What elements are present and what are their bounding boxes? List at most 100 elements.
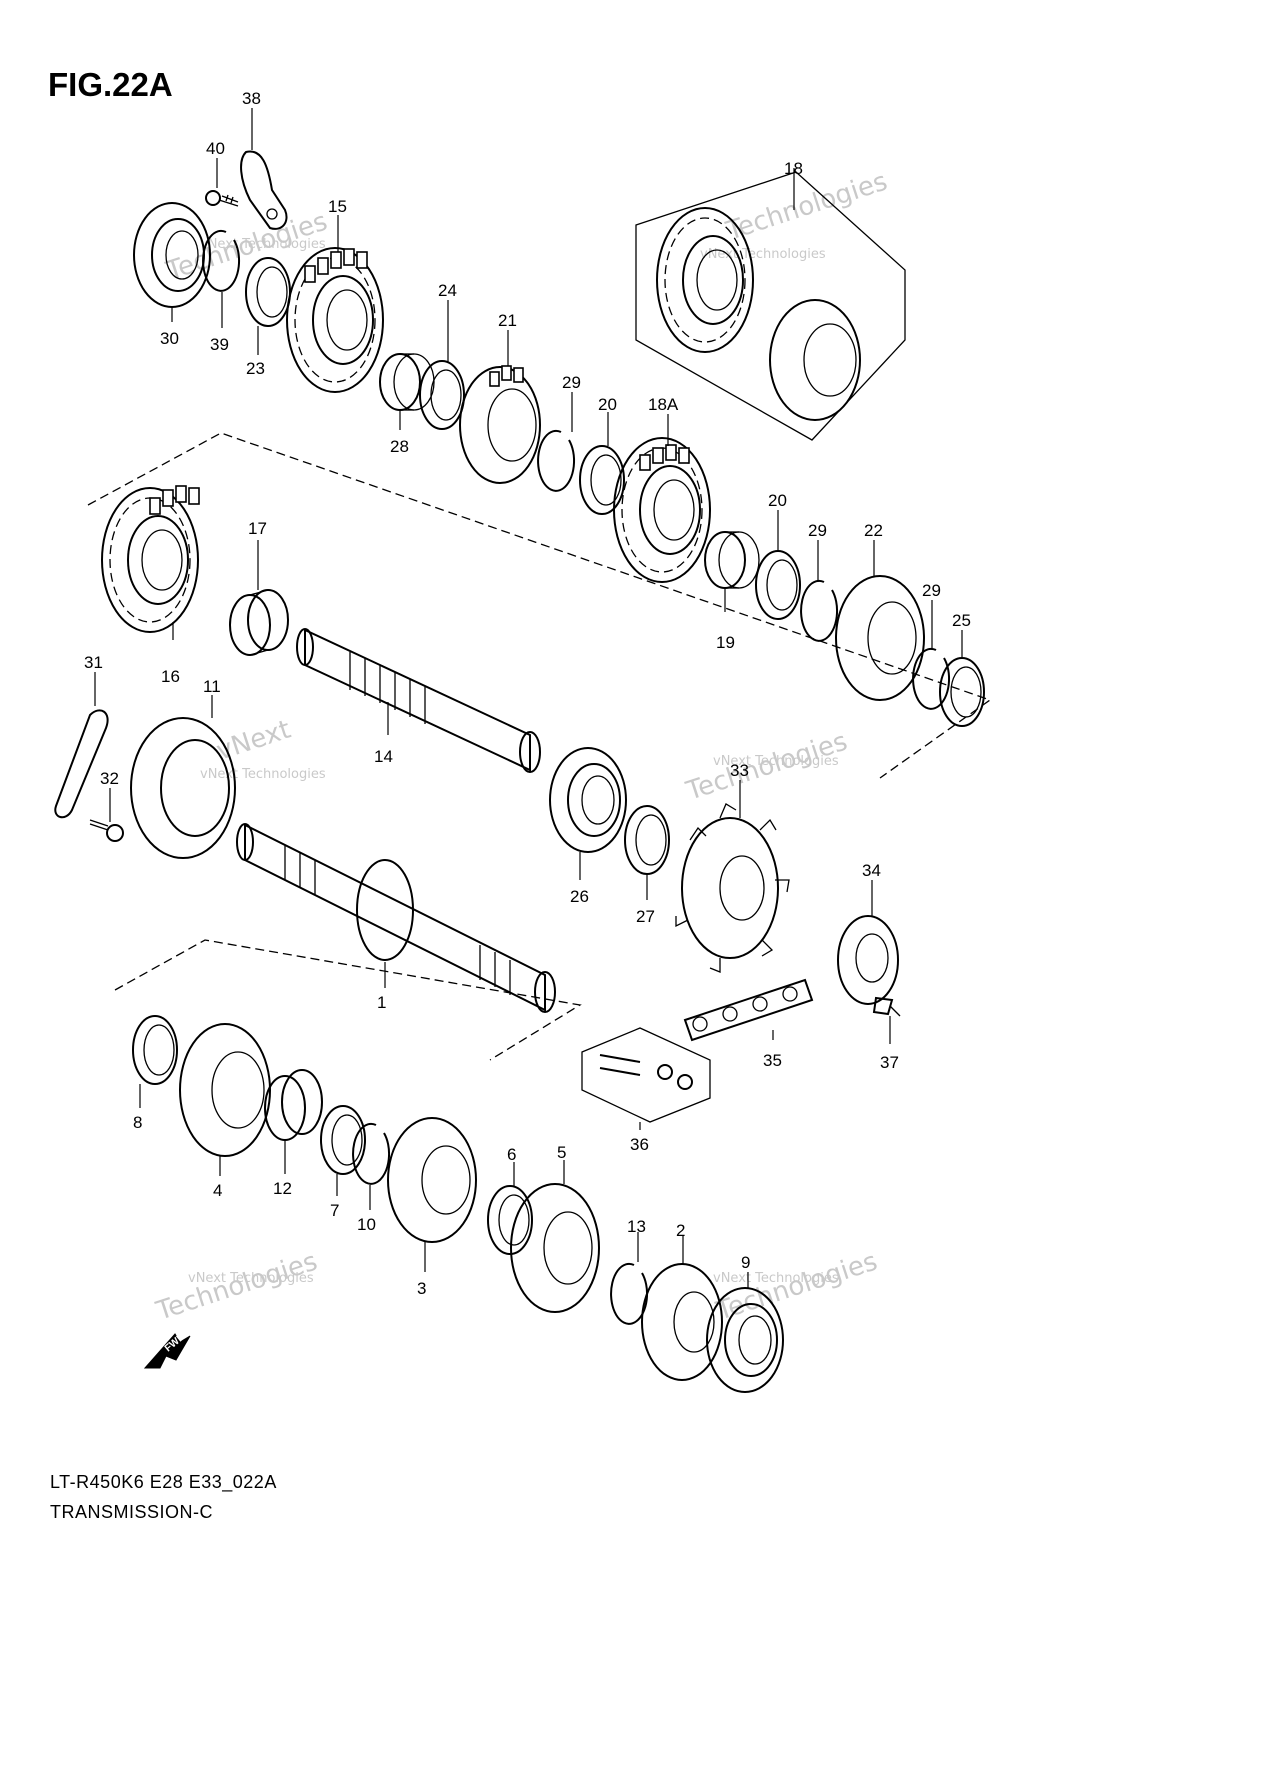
callout-36: 36 <box>630 1135 649 1154</box>
callout-21: 21 <box>498 311 517 330</box>
callout-6: 6 <box>507 1145 516 1164</box>
callout-26: 26 <box>570 887 589 906</box>
plate-31 <box>54 709 109 819</box>
callout-35: 35 <box>763 1051 782 1070</box>
callout-29a: 29 <box>562 373 581 392</box>
watermark-brand-4: vNext Technologies <box>713 754 839 769</box>
snap-ring-29a <box>537 429 576 492</box>
callout-2: 2 <box>676 1221 685 1240</box>
gear-18a-teeth <box>639 444 690 471</box>
callout-labels: 1 2 3 4 5 6 7 8 9 10 11 12 13 14 15 16 1… <box>84 89 971 1298</box>
callout-18a: 18A <box>648 395 679 414</box>
washer-24 <box>419 360 465 430</box>
watermark-middle: vNext Technologies vNext vNext Technolog… <box>200 715 851 807</box>
forward-direction-arrow: FWD <box>143 1331 191 1369</box>
screw-40 <box>205 190 239 207</box>
sprocket-33 <box>675 803 790 973</box>
callout-11: 11 <box>203 677 221 696</box>
callout-29b: 29 <box>808 521 827 540</box>
gear-15 <box>286 247 384 393</box>
gear-2-hub <box>673 1291 715 1353</box>
gear-18-bore <box>803 323 857 397</box>
washer-23 <box>245 257 291 327</box>
gear-3-hub <box>421 1145 471 1215</box>
bearing-11-inner <box>160 739 230 837</box>
callout-14: 14 <box>374 747 393 766</box>
watermark-brand-5: vNext Technologies <box>188 1271 314 1286</box>
callout-34: 34 <box>862 861 881 880</box>
callout-38: 38 <box>242 89 261 108</box>
bolt-37 <box>872 996 901 1017</box>
snap-ring-29c <box>912 647 951 710</box>
gear-15-teeth <box>304 248 368 283</box>
callout-16: 16 <box>161 667 180 686</box>
watermark-word-3: vNext <box>213 715 295 767</box>
footer-name: TRANSMISSION-C <box>50 1502 214 1522</box>
callout-12: 12 <box>273 1179 292 1198</box>
callout-8: 8 <box>133 1113 142 1132</box>
gear-4 <box>179 1023 271 1157</box>
callout-4: 4 <box>213 1181 222 1200</box>
callout-30: 30 <box>160 329 179 348</box>
gear-5 <box>510 1183 600 1313</box>
gear-3 <box>387 1117 477 1243</box>
washer-6 <box>487 1185 533 1255</box>
gear-5-hub <box>543 1211 593 1285</box>
joint-kit-36 <box>581 1027 711 1123</box>
bearing-11 <box>130 717 236 859</box>
callout-3: 3 <box>417 1279 426 1298</box>
callout-32: 32 <box>100 769 119 788</box>
gear-21-teeth <box>489 365 524 387</box>
gear-18-driven <box>656 207 754 353</box>
callout-22: 22 <box>864 521 883 540</box>
watermark-brand-1: vNext Technologies <box>200 237 326 252</box>
callout-17: 17 <box>248 519 267 538</box>
gear-4-hub <box>211 1051 265 1129</box>
callout-5: 5 <box>557 1143 566 1162</box>
bushing-12 <box>264 1069 323 1141</box>
driveshaft-1 <box>236 823 556 1013</box>
bushing-17 <box>229 589 289 656</box>
callout-28: 28 <box>390 437 409 456</box>
gear-21 <box>459 366 541 484</box>
callout-9: 9 <box>741 1253 750 1272</box>
footer-code: LT-R450K6 E28 E33_022A <box>50 1472 277 1492</box>
leader-lines <box>94 108 963 1288</box>
countershaft-14 <box>296 628 541 773</box>
callout-31: 31 <box>84 653 103 672</box>
gear-21-hub <box>487 388 537 462</box>
callout-20b: 20 <box>768 491 787 510</box>
bearing-19 <box>704 531 760 589</box>
callout-40: 40 <box>206 139 225 158</box>
callout-19: 19 <box>716 633 735 652</box>
figure-title: FIG.22A <box>48 66 173 103</box>
watermark-brand-3: vNext Technologies <box>200 767 326 782</box>
gear-2 <box>641 1263 723 1381</box>
snap-ring-10 <box>352 1122 391 1185</box>
plate-38-hole <box>266 208 278 220</box>
bearing-26 <box>549 747 627 853</box>
callout-18: 18 <box>784 159 803 178</box>
callout-15: 15 <box>328 197 347 216</box>
watermark-bottom: vNext Technologies Technologies vNext Te… <box>152 1247 881 1327</box>
watermark-brand-6: vNext Technologies <box>713 1271 839 1286</box>
callout-20a: 20 <box>598 395 617 414</box>
washer-20b <box>755 550 801 620</box>
callout-27: 27 <box>636 907 655 926</box>
callout-29c: 29 <box>922 581 941 600</box>
callout-33: 33 <box>730 761 749 780</box>
callout-23: 23 <box>246 359 265 378</box>
watermark-brand-2: vNext Technologies <box>700 247 826 262</box>
callout-37: 37 <box>880 1053 899 1072</box>
group-box-driveshaft <box>114 939 582 1061</box>
gear-18-hub <box>769 299 861 421</box>
plate-34 <box>837 915 899 1005</box>
callout-10: 10 <box>357 1215 376 1234</box>
screw-32 <box>89 819 124 842</box>
plate-38 <box>240 150 288 230</box>
gear-22 <box>835 575 925 701</box>
callout-39: 39 <box>210 335 229 354</box>
snap-ring-29b <box>800 579 839 642</box>
callout-25: 25 <box>952 611 971 630</box>
